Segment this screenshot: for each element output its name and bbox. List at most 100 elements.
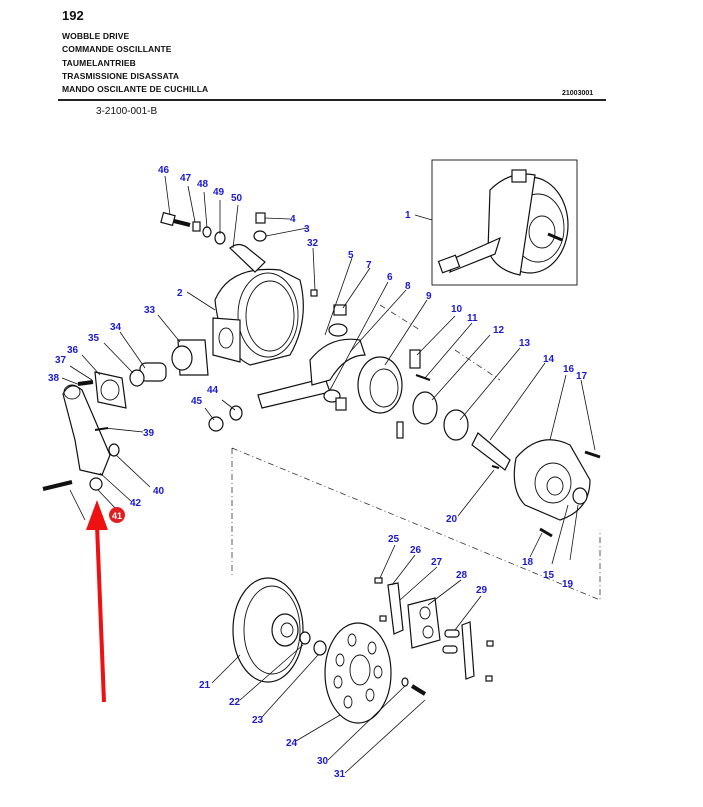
callout-14[interactable]: 14	[543, 354, 555, 365]
part-washer-41	[89, 477, 103, 491]
callout-8[interactable]: 8	[405, 281, 411, 292]
part-bolt-lower-25	[379, 615, 387, 622]
part-pin-10	[409, 349, 421, 369]
callout-25[interactable]: 25	[388, 534, 400, 545]
callout-12[interactable]: 12	[493, 325, 505, 336]
callout-16[interactable]: 16	[563, 364, 575, 375]
callout-31[interactable]: 31	[334, 769, 346, 780]
callout-34[interactable]: 34	[110, 322, 122, 333]
part-seal-19	[572, 487, 588, 505]
callout-6[interactable]: 6	[387, 272, 393, 283]
part-breather	[255, 212, 266, 224]
callout-37[interactable]: 37	[55, 355, 67, 366]
assembly-outline	[231, 447, 601, 601]
callout-2[interactable]: 2	[177, 288, 183, 299]
part-screw-right-b	[485, 675, 493, 682]
callout-1[interactable]: 1	[405, 210, 411, 221]
callout-33[interactable]: 33	[144, 305, 156, 316]
callout-15[interactable]: 15	[543, 570, 555, 581]
part-nut-40	[108, 443, 120, 457]
part-gasket	[94, 371, 127, 409]
highlight-badge-label: 41	[112, 511, 122, 521]
part-screw-32	[310, 289, 318, 297]
part-link-27	[387, 582, 404, 635]
callout-35[interactable]: 35	[88, 333, 100, 344]
callout-7[interactable]: 7	[366, 260, 372, 271]
drawing-number: 21003001	[562, 90, 594, 97]
highlight-badge	[109, 507, 125, 523]
callout-39[interactable]: 39	[143, 428, 155, 439]
leader-lines	[61, 175, 596, 774]
callout-9[interactable]: 9	[426, 291, 432, 302]
part-bracket	[229, 243, 266, 273]
part-bolt-lower	[42, 480, 73, 491]
callout-29[interactable]: 29	[476, 585, 488, 596]
callout-21[interactable]: 21	[199, 680, 211, 691]
part-housing	[212, 268, 304, 366]
callout-42[interactable]: 42	[130, 498, 142, 509]
callout-13[interactable]: 13	[519, 338, 531, 349]
callout-40[interactable]: 40	[153, 486, 165, 497]
part-screw-right-a	[486, 640, 494, 647]
callout-50[interactable]: 50	[231, 193, 243, 204]
part-bolt-18	[539, 527, 553, 538]
callout-27[interactable]: 27	[431, 557, 443, 568]
callout-17[interactable]: 17	[576, 371, 588, 382]
callout-30[interactable]: 30	[317, 756, 329, 767]
part-block-28	[407, 597, 441, 649]
part-nut-23	[313, 640, 327, 656]
title-es: MANDO OSCILANTE DE CUCHILLA	[62, 84, 209, 95]
part-washer-22	[299, 631, 311, 645]
part-flange-bush	[129, 339, 209, 387]
page-number: 192	[62, 8, 84, 23]
callout-44[interactable]: 44	[207, 385, 219, 396]
title-block: WOBBLE DRIVE COMMANDE OSCILLANTE TAUMELA…	[62, 30, 208, 96]
callout-32[interactable]: 32	[307, 238, 319, 249]
part-bolt-17	[584, 450, 601, 459]
title-fr: COMMANDE OSCILLANTE	[62, 44, 172, 55]
part-link-29	[461, 621, 475, 680]
callout-46[interactable]: 46	[158, 165, 170, 176]
part-bolt-25	[374, 577, 383, 584]
inset-assembly-view	[431, 159, 578, 286]
part-key-20	[491, 465, 500, 469]
part-flex-disc	[324, 622, 392, 724]
title-en: WOBBLE DRIVE	[62, 31, 130, 41]
callout-19[interactable]: 19	[562, 579, 574, 590]
callout-26[interactable]: 26	[410, 545, 422, 556]
title-divider	[58, 99, 606, 101]
callout-11[interactable]: 11	[467, 313, 478, 324]
callout-10[interactable]: 10	[451, 304, 463, 315]
part-bolt-washers-top	[160, 211, 226, 245]
callout-4[interactable]: 4	[290, 214, 296, 225]
part-nut-45	[208, 416, 224, 432]
callout-22[interactable]: 22	[229, 697, 241, 708]
part-pin-lower	[396, 421, 404, 439]
part-bolt-38	[77, 380, 94, 386]
callout-23[interactable]: 23	[252, 715, 264, 726]
group-number: 3-2100-001-B	[96, 106, 158, 117]
part-pulley	[232, 577, 304, 683]
callout-5[interactable]: 5	[348, 250, 354, 261]
title-it: TRASMISSIONE DISASSATA	[62, 70, 180, 81]
callout-45[interactable]: 45	[191, 396, 203, 407]
part-nut-30	[401, 677, 409, 687]
callout-3[interactable]: 3	[304, 224, 310, 235]
callout-28[interactable]: 28	[456, 570, 468, 581]
callout-38[interactable]: 38	[48, 373, 60, 384]
part-pin-29a	[444, 629, 460, 638]
callout-24[interactable]: 24	[286, 738, 298, 749]
callout-48[interactable]: 48	[197, 179, 209, 190]
title-de: TAUMELANTRIEB	[62, 57, 136, 68]
callouts: 1 2 3 4 5 6 7 8 9 10 11 12 13 14 15 16 1…	[48, 165, 588, 780]
part-bearing-12	[412, 391, 438, 425]
callout-20[interactable]: 20	[446, 514, 458, 525]
callout-36[interactable]: 36	[67, 345, 79, 356]
callout-49[interactable]: 49	[213, 187, 225, 198]
callout-47[interactable]: 47	[180, 173, 192, 184]
part-crank-shaft	[257, 323, 366, 409]
part-pin-29b	[442, 645, 458, 654]
part-shaft-14	[471, 432, 511, 471]
callout-18[interactable]: 18	[522, 557, 534, 568]
